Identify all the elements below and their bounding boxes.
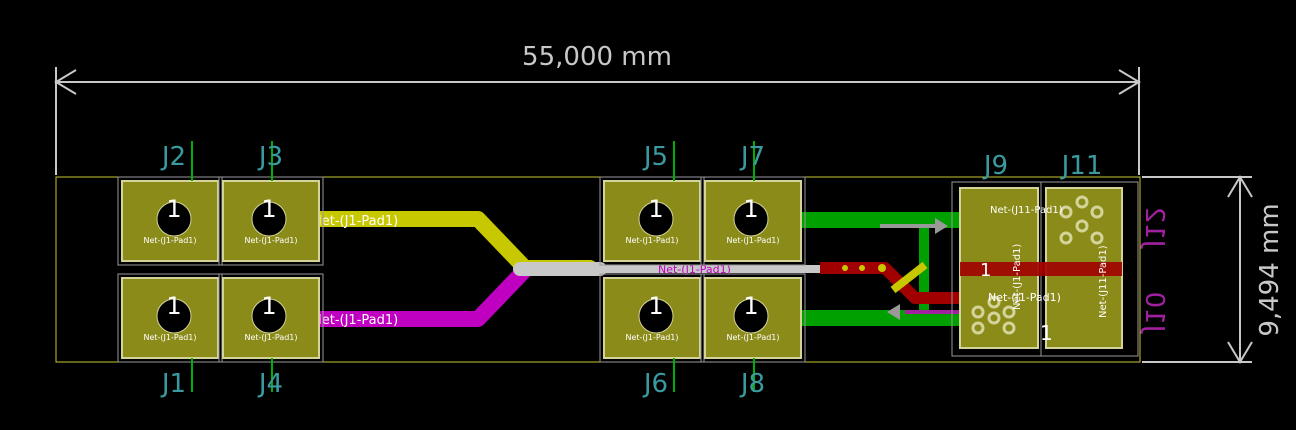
track-red-vias: [842, 264, 886, 272]
connector-group: 1Net-(J1-Pad1)J21Net-(J1-Pad1)J31Net-(J1…: [117, 141, 806, 399]
pad-number: 1: [166, 195, 181, 223]
width-dimension: [54, 67, 1141, 175]
track-center-net-label: Net-(J1-Pad1): [658, 263, 731, 276]
j9-pad-number: 1: [1040, 321, 1053, 345]
pad-number: 1: [648, 195, 663, 223]
pad-number: 1: [261, 195, 276, 223]
j10-net-bottom-label: Net-(J1-Pad1): [988, 291, 1061, 304]
ref-j8: J8: [739, 369, 765, 399]
ref-j9: J9: [982, 151, 1008, 181]
pad-net-label: Net-(J1-Pad1): [244, 236, 297, 245]
ref-j7: J7: [739, 142, 765, 172]
pad-number: 1: [261, 292, 276, 320]
pad-number: 1: [648, 292, 663, 320]
via-cluster-bottom: [971, 295, 1016, 335]
pad-number: 1: [743, 195, 758, 223]
ratsnest-arrows: [880, 218, 960, 320]
edge-connector-block[interactable]: Net-(J11-Pad1) Net-(J1-Pad1) Net-(J1-Pad…: [951, 181, 1139, 357]
ref-j3: J3: [257, 142, 283, 172]
track-magenta[interactable]: [282, 262, 533, 327]
ref-j12-back: J12: [1139, 207, 1169, 250]
pad-net-label: Net-(J1-Pad1): [625, 236, 678, 245]
j11-net-vertical-label: Net-(J11-Pad1): [1098, 245, 1109, 318]
height-dimension-label: 9,494 mm: [1255, 203, 1285, 336]
drill-hole: [638, 298, 674, 334]
pad[interactable]: [603, 277, 701, 359]
pad-net-label: Net-(J1-Pad1): [143, 236, 196, 245]
ref-j5: J5: [642, 142, 668, 172]
ref-j4: J4: [257, 369, 283, 399]
drill-hole: [733, 298, 769, 334]
pad-net-label: Net-(J1-Pad1): [726, 236, 779, 245]
drill-hole: [156, 298, 192, 334]
j9-net-vertical-label: Net-(J1-Pad1): [1012, 244, 1023, 310]
pad-number: 1: [166, 292, 181, 320]
ref-j10-back: J10: [1139, 292, 1169, 335]
pad-net-label: Net-(J1-Pad1): [143, 333, 196, 342]
drill-hole: [638, 201, 674, 237]
ref-j11: J11: [1060, 151, 1103, 181]
via-cluster-top: [1059, 195, 1104, 245]
drill-hole: [733, 201, 769, 237]
pad-net-label: Net-(J1-Pad1): [625, 333, 678, 342]
j9-pad-number-mid: 1: [980, 260, 991, 281]
pad-net-label: Net-(J1-Pad1): [726, 333, 779, 342]
track-bottom-net-label: Net-(J1-Pad1): [312, 313, 398, 328]
track-top-net-label: Net-(J1-Pad1): [312, 214, 398, 229]
height-dimension: [1142, 175, 1253, 364]
j9-net-top-label: Net-(J11-Pad1): [990, 205, 1063, 216]
width-dimension-label: 55,000 mm: [522, 42, 672, 72]
drill-hole: [156, 201, 192, 237]
ref-j2: J2: [160, 142, 186, 172]
pad-net-label: Net-(J1-Pad1): [244, 333, 297, 342]
board-outline: [55, 176, 1141, 363]
ref-j6: J6: [642, 369, 668, 399]
drill-hole: [251, 201, 287, 237]
ref-j1: J1: [160, 369, 186, 399]
pad-number: 1: [743, 292, 758, 320]
drill-hole: [251, 298, 287, 334]
